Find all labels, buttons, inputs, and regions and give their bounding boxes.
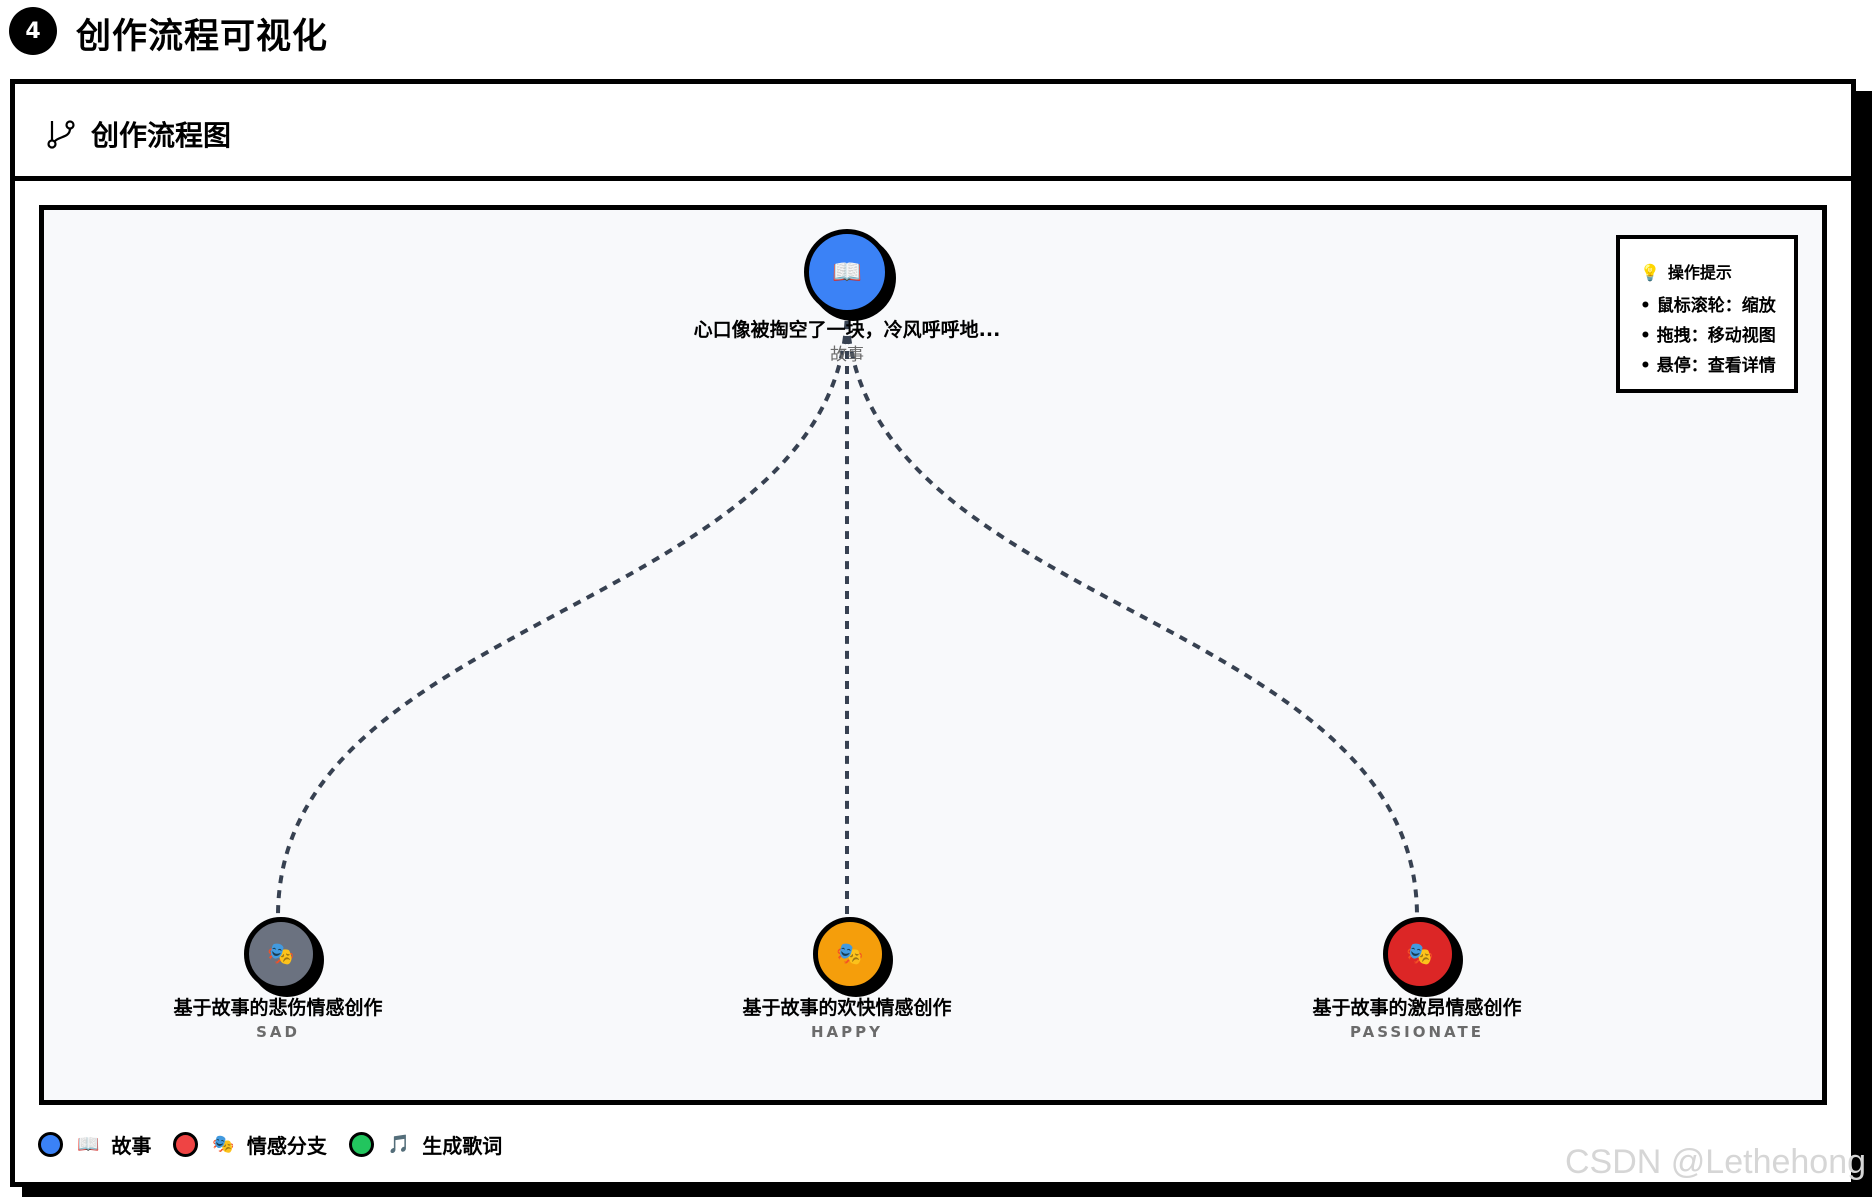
emotion-node-passionate[interactable]: 🎭: [1383, 917, 1457, 991]
card-header: 创作流程图: [15, 84, 1851, 181]
emotion-node-label: 基于故事的欢快情感创作: [742, 997, 952, 1019]
section-number-badge: 4: [9, 7, 57, 55]
theater-masks-icon: 🎭: [1406, 941, 1434, 967]
legend-item-lyrics: 🎵 生成歌词: [348, 1130, 503, 1159]
legend-item-story: 📖 故事: [38, 1130, 151, 1159]
emotion-node-tag: HAPPY: [810, 1023, 884, 1041]
music-note-icon: 🎵: [387, 1134, 411, 1155]
emotion-node-happy[interactable]: 🎭: [813, 917, 887, 991]
theater-masks-icon: 🎭: [212, 1134, 235, 1155]
theater-masks-icon: 🎭: [267, 941, 295, 967]
git-branch-icon: [47, 120, 75, 149]
legend: 📖 故事 🎭 情感分支 🎵 生成歌词: [38, 1130, 524, 1159]
emotion-node-tag: SAD: [256, 1023, 300, 1041]
legend-item-emotion: 🎭 情感分支: [173, 1130, 327, 1159]
emotion-node-label: 基于故事的悲伤情感创作: [173, 997, 383, 1019]
emotion-node-label: 基于故事的激昂情感创作: [1312, 997, 1522, 1019]
book-icon: 📖: [832, 258, 862, 286]
story-node[interactable]: 📖: [804, 229, 890, 315]
edge-story-to-passionate: [845, 305, 1419, 917]
legend-dot: [173, 1132, 199, 1157]
hint-item: 鼠标滚轮：缩放: [1640, 291, 1776, 321]
legend-label: 情感分支: [246, 1134, 327, 1158]
flow-canvas[interactable]: 📖 心口像被掏空了一块，冷风呼呼地... 故事 🎭 基于故事的悲伤情感创作 SA…: [39, 205, 1827, 1105]
emotion-node-tag: PASSIONATE: [1350, 1023, 1484, 1041]
legend-label: 故事: [111, 1134, 152, 1158]
watermark: CSDN @Lethehong: [1565, 1143, 1867, 1181]
emotion-node-sad[interactable]: 🎭: [244, 917, 318, 991]
book-icon: 📖: [77, 1134, 100, 1155]
hint-item: 拖拽：移动视图: [1640, 321, 1776, 351]
edges-layer: [276, 305, 1419, 917]
hint-list: 鼠标滚轮：缩放 拖拽：移动视图 悬停：查看详情: [1640, 291, 1776, 381]
legend-dot: [348, 1132, 374, 1157]
lightbulb-icon: 💡: [1640, 263, 1660, 282]
hint-title-row: 💡 操作提示: [1640, 259, 1732, 283]
legend-label: 生成歌词: [422, 1134, 503, 1158]
hint-panel: 💡 操作提示 鼠标滚轮：缩放 拖拽：移动视图 悬停：查看详情: [1616, 235, 1798, 393]
theater-masks-icon: 🎭: [836, 941, 864, 967]
hint-item: 悬停：查看详情: [1640, 351, 1776, 381]
edge-story-to-sad: [276, 305, 849, 917]
hint-title: 操作提示: [1667, 263, 1732, 282]
card-title: 创作流程图: [91, 119, 232, 152]
section-title: 创作流程可视化: [76, 17, 329, 57]
legend-dot: [38, 1132, 63, 1157]
flow-card: 创作流程图 📖 心口像被掏空了一块，冷风呼呼地... 故事 🎭 基于故事的悲伤情…: [10, 79, 1856, 1187]
story-node-label: 心口像被掏空了一块，冷风呼呼地...: [693, 319, 1001, 341]
story-node-type: 故事: [830, 345, 864, 365]
